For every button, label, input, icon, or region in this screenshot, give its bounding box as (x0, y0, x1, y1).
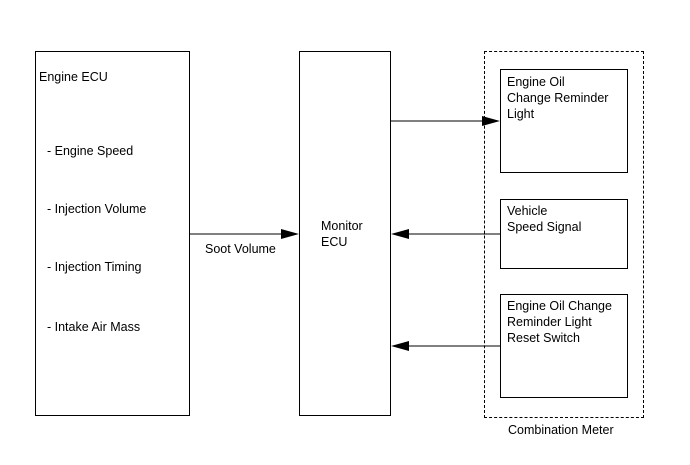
reset-switch-line3: Reset Switch (507, 331, 580, 345)
arrowhead-reset-to-monitor (391, 341, 409, 351)
engine-ecu-title: Engine ECU (39, 70, 108, 84)
reminder-light-line3: Light (507, 107, 535, 121)
reminder-light-line1: Engine Oil (507, 75, 565, 89)
reset-switch-line2: Reminder Light (507, 315, 592, 329)
arrowhead-engine-to-monitor (281, 229, 299, 239)
reset-switch-line1: Engine Oil Change (507, 299, 612, 313)
engine-ecu-item-injection-volume: - Injection Volume (47, 202, 147, 216)
reminder-light-box (500, 69, 628, 173)
reset-switch-box (500, 294, 628, 398)
engine-ecu-box (35, 51, 190, 416)
arrowhead-monitor-to-light (482, 116, 500, 126)
arrowhead-speed-to-monitor (391, 229, 409, 239)
engine-ecu-item-intake-air-mass: - Intake Air Mass (47, 320, 141, 334)
monitor-ecu-label-line1: Monitor (321, 219, 363, 233)
reminder-light-line2: Change Reminder (507, 91, 609, 105)
soot-volume-label: Soot Volume (205, 242, 276, 256)
combination-meter-label: Combination Meter (508, 423, 614, 437)
monitor-ecu-box (299, 51, 391, 416)
engine-ecu-item-injection-timing: - Injection Timing (47, 260, 142, 274)
speed-signal-line1: Vehicle (507, 204, 548, 218)
monitor-ecu-label-line2: ECU (321, 235, 348, 249)
speed-signal-line2: Speed Signal (507, 220, 582, 234)
engine-ecu-item-engine-speed: - Engine Speed (47, 144, 134, 158)
speed-signal-box (500, 199, 628, 269)
